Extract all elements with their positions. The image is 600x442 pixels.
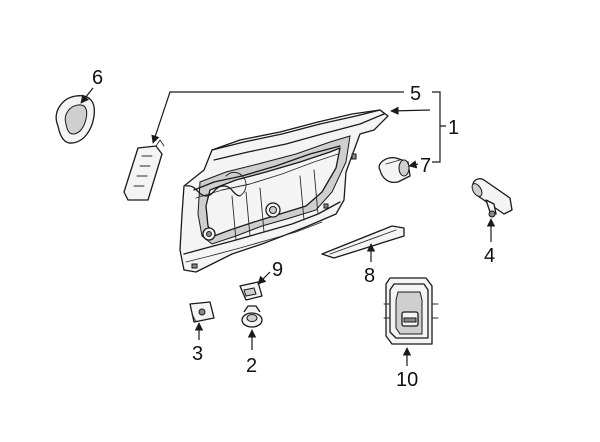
part-4-pin bbox=[471, 178, 513, 218]
callout-6: 6 bbox=[92, 67, 103, 89]
part-7-plug bbox=[378, 157, 411, 184]
callout-5: 5 bbox=[410, 83, 421, 105]
part-6-grommet bbox=[55, 95, 96, 144]
part-10-switch-module bbox=[383, 277, 439, 345]
bracket-1 bbox=[432, 91, 446, 163]
callout-3: 3 bbox=[192, 343, 203, 365]
callout-2: 2 bbox=[246, 355, 257, 377]
part-2-push-pin bbox=[241, 305, 263, 328]
part-9-clip bbox=[239, 281, 263, 301]
callout-4: 4 bbox=[484, 245, 495, 267]
callout-1: 1 bbox=[448, 117, 459, 139]
callout-9: 9 bbox=[272, 259, 283, 281]
part-5-bracket bbox=[123, 139, 165, 201]
part-8-trim-strip bbox=[321, 225, 405, 259]
leader-7 bbox=[408, 160, 419, 169]
leader-5b bbox=[390, 106, 431, 116]
leader-6 bbox=[80, 87, 94, 104]
part-3-clip-nut bbox=[189, 301, 215, 323]
callout-8: 8 bbox=[364, 265, 375, 287]
leader-9 bbox=[257, 271, 271, 285]
leader-5a bbox=[151, 91, 404, 144]
part-1-quarter-trim-panel bbox=[179, 109, 389, 273]
callout-7: 7 bbox=[420, 155, 431, 177]
callout-10: 10 bbox=[396, 369, 418, 391]
